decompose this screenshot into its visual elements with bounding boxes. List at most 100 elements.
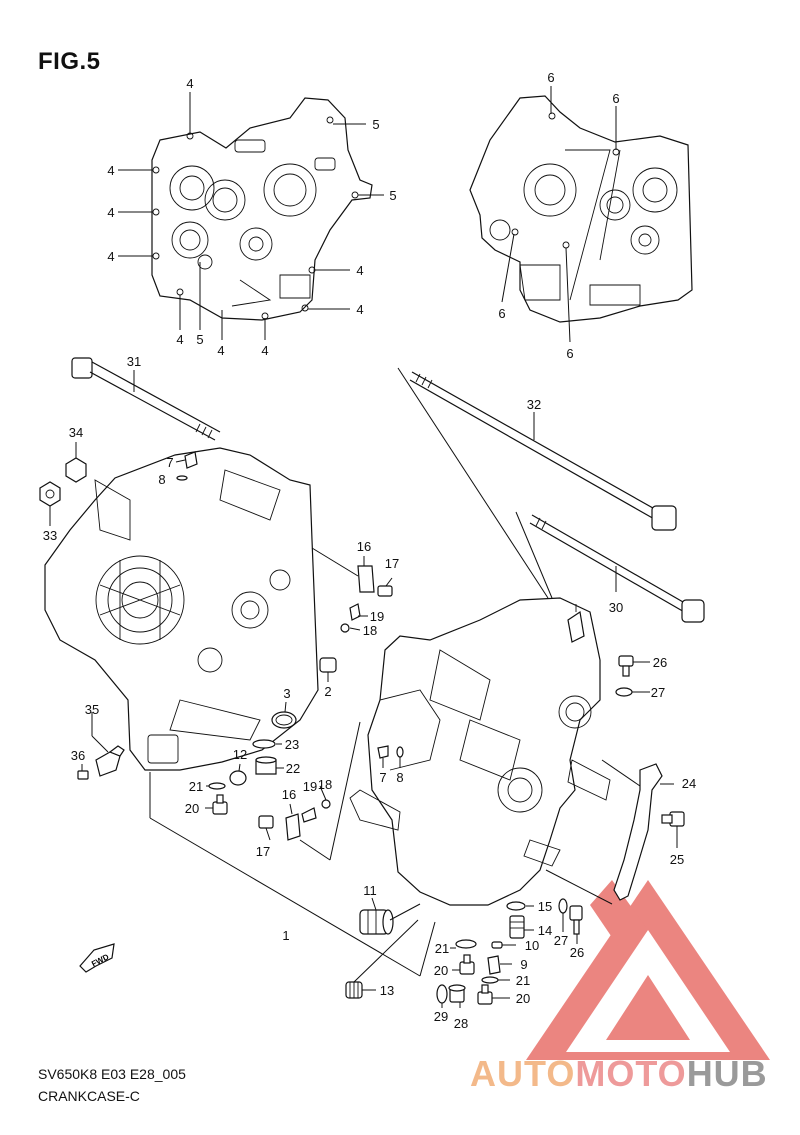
callout-6: 6 xyxy=(612,91,619,106)
washer-27-upper xyxy=(615,687,650,697)
callout-13: 13 xyxy=(380,983,394,998)
callout-8: 8 xyxy=(158,472,165,487)
callout-4: 4 xyxy=(217,343,224,358)
figure-caption: CRANKCASE-C xyxy=(38,1088,140,1104)
callout-2: 2 xyxy=(324,684,331,699)
callout-20: 20 xyxy=(434,963,448,978)
callout-20: 20 xyxy=(185,801,199,816)
callout-4: 4 xyxy=(356,263,363,278)
nut-33 xyxy=(39,481,61,526)
callout-28: 28 xyxy=(454,1016,468,1031)
callout-18: 18 xyxy=(363,623,377,638)
bolt-20-right-lower xyxy=(477,984,510,1005)
callout-21: 21 xyxy=(189,779,203,794)
leaders-top-left xyxy=(118,92,384,340)
callout-35: 35 xyxy=(85,702,99,717)
callout-4: 4 xyxy=(107,205,114,220)
callout-7: 7 xyxy=(166,455,173,470)
watermark-text: AUTOMOTOHUB xyxy=(470,1053,768,1095)
callout-6: 6 xyxy=(566,346,573,361)
plug-28 xyxy=(448,984,466,1008)
callout-30: 30 xyxy=(609,600,623,615)
o-ring-15 xyxy=(506,901,534,911)
callout-4: 4 xyxy=(186,76,193,91)
callout-4: 4 xyxy=(261,343,268,358)
washer-21-right-lower xyxy=(481,976,510,984)
callout-17: 17 xyxy=(385,556,399,571)
callout-12: 12 xyxy=(233,747,247,762)
callout-6: 6 xyxy=(547,70,554,85)
sensor-35 xyxy=(91,712,125,777)
callout-21: 21 xyxy=(516,973,530,988)
bolt-26-lower xyxy=(569,905,583,944)
fitting-10 xyxy=(491,941,516,949)
callout-8: 8 xyxy=(396,770,403,785)
fitting-13 xyxy=(345,919,419,999)
o-ring-3 xyxy=(271,701,297,729)
bracket-16-upper xyxy=(311,547,393,633)
callout-33: 33 xyxy=(43,528,57,543)
callout-36: 36 xyxy=(71,748,85,763)
callout-14: 14 xyxy=(538,923,552,938)
fitting-11 xyxy=(359,897,421,935)
crankcase-right-inner-view xyxy=(469,95,693,323)
callout-11: 11 xyxy=(363,883,377,898)
bolt-36 xyxy=(77,764,89,780)
crankcase-left-inner-view xyxy=(151,97,373,321)
callout-26: 26 xyxy=(653,655,667,670)
gasket-12 xyxy=(229,763,247,786)
reference-lines xyxy=(149,367,553,977)
callout-4: 4 xyxy=(107,163,114,178)
callout-7: 7 xyxy=(379,770,386,785)
crankcase-right-body xyxy=(349,597,641,906)
bracket-24 xyxy=(613,763,674,901)
callout-32: 32 xyxy=(527,397,541,412)
callout-27: 27 xyxy=(651,685,665,700)
callout-18: 18 xyxy=(318,777,332,792)
bracket-16-lower xyxy=(258,721,361,861)
washer-27-lower xyxy=(558,898,568,932)
watermark-auto: AUTO xyxy=(470,1053,576,1094)
callout-5: 5 xyxy=(372,117,379,132)
bolt-25 xyxy=(661,811,685,848)
callout-4: 4 xyxy=(356,302,363,317)
watermark-logo xyxy=(526,880,770,1060)
callout-19: 19 xyxy=(303,779,317,794)
callout-15: 15 xyxy=(538,899,552,914)
callout-9: 9 xyxy=(520,957,527,972)
bolt-26-upper xyxy=(618,655,650,677)
nut-34 xyxy=(65,442,87,483)
callout-3: 3 xyxy=(283,686,290,701)
callout-4: 4 xyxy=(176,332,183,347)
callout-6: 6 xyxy=(498,306,505,321)
fwd-arrow-icon: FWD xyxy=(79,943,115,973)
callout-labels: 4 4 4 4 5 5 4 4 4 5 4 4 6 6 6 6 31 32 34… xyxy=(43,70,696,1031)
callout-5: 5 xyxy=(389,188,396,203)
callout-5: 5 xyxy=(196,332,203,347)
fitting-9 xyxy=(487,955,512,975)
callout-17: 17 xyxy=(256,844,270,859)
callout-24: 24 xyxy=(682,776,696,791)
washer-21-left xyxy=(206,782,226,790)
callout-31: 31 xyxy=(127,354,141,369)
leaders-top-right xyxy=(501,86,617,343)
crankcase-left-body xyxy=(44,447,319,771)
callout-25: 25 xyxy=(670,852,684,867)
callout-22: 22 xyxy=(286,761,300,776)
callout-16: 16 xyxy=(357,539,371,554)
bolt-20-left xyxy=(205,794,228,815)
watermark-moto: MOTO xyxy=(575,1053,687,1094)
dowel-2 xyxy=(319,657,337,682)
fitting-7-8-lower xyxy=(377,745,404,768)
callout-20: 20 xyxy=(516,991,530,1006)
callout-4: 4 xyxy=(107,249,114,264)
callout-23: 23 xyxy=(285,737,299,752)
filter-14 xyxy=(509,915,534,939)
bolt-30 xyxy=(529,514,705,623)
washer-21-right-upper xyxy=(450,939,477,949)
plug-22 xyxy=(255,756,284,775)
callout-1: 1 xyxy=(282,928,289,943)
model-code: SV650K8 E03 E28_005 xyxy=(38,1066,186,1082)
bolt-32 xyxy=(409,371,677,531)
